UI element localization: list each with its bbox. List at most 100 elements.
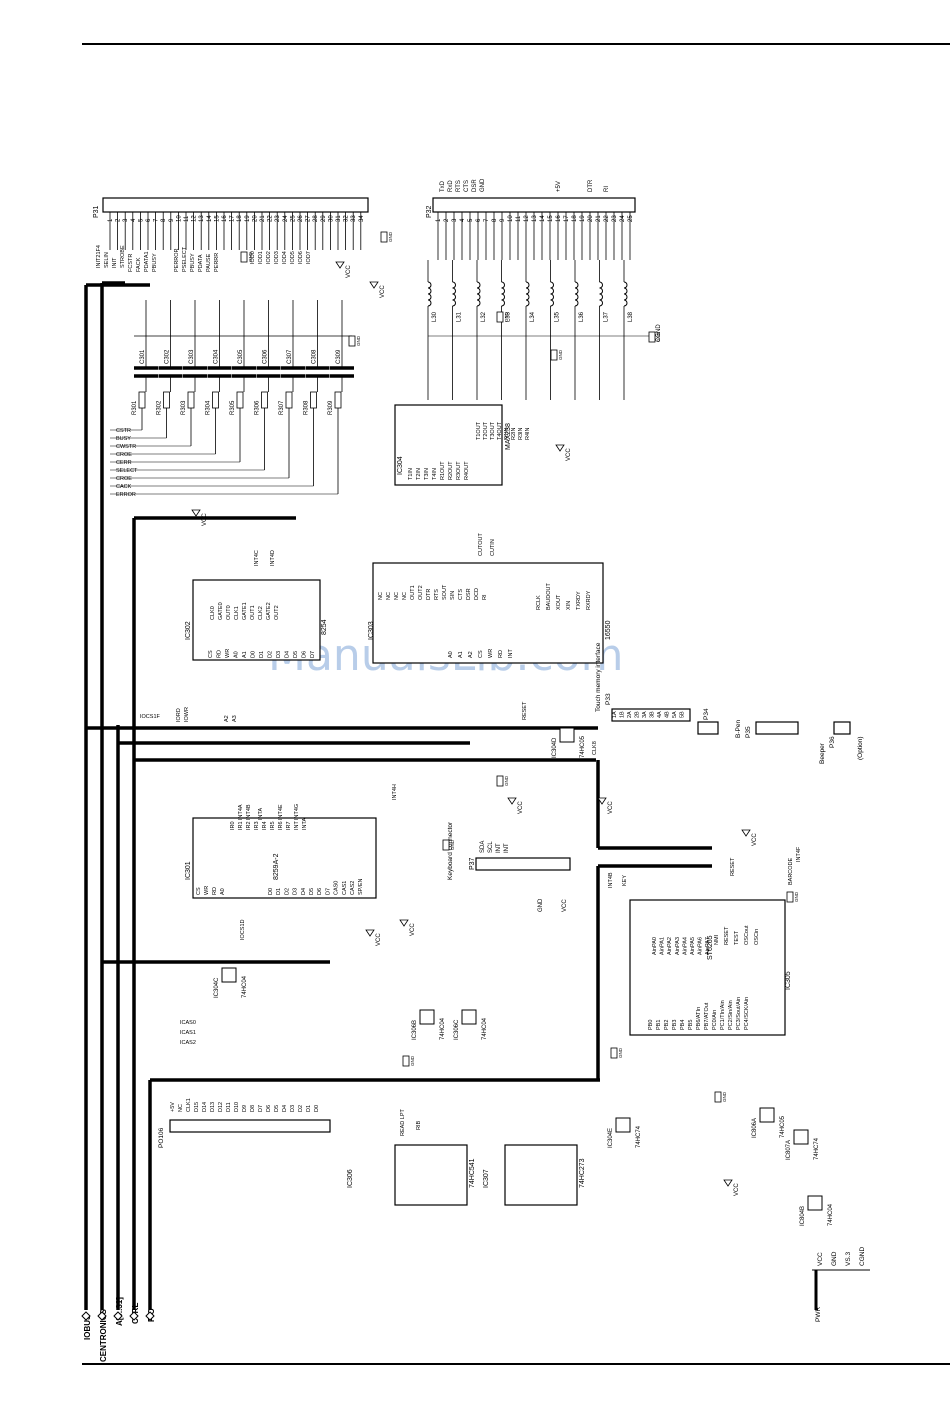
p32-pin-3: 3 bbox=[452, 218, 458, 222]
gate-part-7: 74HC04 bbox=[828, 1203, 834, 1226]
p31-iod7: IOD7 bbox=[306, 251, 312, 264]
power-cgnd-label: CGND bbox=[859, 1247, 866, 1266]
net-int4c: INT4C bbox=[254, 550, 260, 566]
ic303-pins-13: RI bbox=[482, 594, 488, 600]
gate-label-ic806a: IC806A bbox=[752, 1118, 758, 1138]
p33-pins-5: 3B bbox=[650, 711, 656, 718]
capacitor-c304: C304 bbox=[214, 349, 220, 364]
ic305-pins-11: PC3/Sout/Ain bbox=[736, 997, 742, 1030]
ic302-part: 8254 bbox=[321, 619, 328, 635]
po106-pins-4: D14 bbox=[202, 1102, 208, 1112]
ic305-pins-12: PC4/SCK/Ain bbox=[744, 997, 750, 1030]
p33-pins-9: 5B bbox=[680, 711, 686, 718]
ic303-pins-2: NC bbox=[394, 592, 400, 600]
inductor-coil bbox=[452, 299, 456, 307]
inductor-coil bbox=[427, 299, 432, 307]
bus-terminators bbox=[81, 1311, 155, 1321]
ic304-pins-1: T2IN bbox=[416, 468, 422, 480]
inductor-coil bbox=[550, 299, 554, 307]
net-read-lpt: READ LPT bbox=[400, 1108, 406, 1136]
p32-pin-7: 7 bbox=[484, 218, 490, 222]
inductor-coil bbox=[476, 281, 481, 289]
resistor-body bbox=[212, 391, 219, 409]
p31-pin-28: 28 bbox=[313, 215, 319, 222]
ic303-ref: IC303 bbox=[368, 621, 375, 640]
ic302-pins-3: A0 bbox=[234, 651, 240, 658]
ic303-pins-5: RXRDY bbox=[586, 590, 592, 610]
p31-pin-24: 24 bbox=[283, 215, 289, 222]
p32-signals: TxD RxD RTS CTS DSR GND +5V DTR RI bbox=[440, 178, 610, 192]
gnd-label-0: GND bbox=[248, 251, 253, 262]
gate-ic304d bbox=[559, 727, 575, 743]
ic305-pins-7: AinPA7 bbox=[705, 937, 711, 955]
inductor-coil bbox=[501, 287, 505, 295]
resistor-r304: R304 bbox=[206, 400, 212, 415]
ic307-ref: IC307 bbox=[483, 1169, 490, 1188]
p31-pin-10: 10 bbox=[176, 215, 182, 222]
p37-sda: SDA bbox=[480, 841, 486, 853]
vcc-symbol bbox=[507, 797, 517, 805]
p32-pin-10: 10 bbox=[508, 215, 514, 222]
power-rail: PWR VCC GND VS.3 CGND bbox=[812, 1247, 870, 1322]
resistor-r302: R302 bbox=[157, 400, 163, 415]
ic304-pins-3: T4OUT bbox=[497, 421, 503, 440]
gate-part-1: 74HC05 bbox=[580, 735, 586, 758]
po106-pins-9: D9 bbox=[242, 1105, 248, 1112]
resistor-r301: R301 bbox=[132, 400, 138, 415]
ic301-part: 8259A-2 bbox=[273, 853, 280, 880]
inductor-coil bbox=[476, 287, 481, 295]
ic305-pins-3: PB3 bbox=[672, 1020, 678, 1030]
p32-pin-21: 21 bbox=[596, 215, 602, 222]
resistor-r309: R309 bbox=[328, 400, 334, 415]
p31-pin-25: 25 bbox=[290, 215, 296, 222]
p33-pins-2: 2A bbox=[627, 711, 633, 718]
po106-pins-3: D15 bbox=[194, 1102, 200, 1112]
ground-symbol bbox=[496, 311, 504, 323]
resistor-body bbox=[138, 391, 146, 409]
power-pwr-label: PWR bbox=[815, 1307, 822, 1322]
ic305-pins-4: AinPA4 bbox=[682, 937, 688, 955]
p32-rxd: RxD bbox=[448, 180, 454, 192]
ic301-pins-3: A0 bbox=[220, 888, 226, 895]
inductor-coil bbox=[427, 287, 432, 295]
capacitor-c309: C309 bbox=[336, 349, 342, 364]
vcc-symbol bbox=[555, 444, 565, 452]
p31-iod0: IOD0 bbox=[250, 251, 256, 264]
gate-ic304c bbox=[221, 967, 237, 983]
p32-pin-17: 17 bbox=[564, 215, 570, 222]
gnd-label-8: GND bbox=[618, 1047, 623, 1058]
inductor-coil bbox=[525, 293, 530, 301]
gnd-label-5: GND bbox=[450, 839, 455, 850]
ic302-pins-5: OUT1 bbox=[250, 605, 256, 620]
resistor-r305: R305 bbox=[230, 400, 236, 415]
ic303-pins-6: INT bbox=[508, 649, 514, 659]
net-cerr: CERR bbox=[116, 460, 132, 466]
p32-ri: RI bbox=[604, 186, 610, 192]
ic302-pins-9: D4 bbox=[285, 651, 291, 658]
ic301-pins-8: INT bbox=[294, 821, 300, 831]
inductor-l37: L37 bbox=[604, 311, 610, 322]
resistor-body bbox=[236, 391, 244, 409]
ic303-pins-6: DTR bbox=[426, 589, 432, 600]
inductor-coil bbox=[501, 299, 505, 307]
cgnd-label: CGND bbox=[656, 324, 662, 342]
gate-part-5: 74HC05 bbox=[780, 1115, 786, 1138]
ic304-ref: IC304 bbox=[397, 456, 404, 475]
label-key: KEY bbox=[622, 875, 628, 886]
net-busy: BUSY bbox=[116, 436, 131, 442]
gate-label-ic304d: IC304D bbox=[552, 737, 558, 758]
p31-pin-19: 19 bbox=[245, 215, 251, 222]
p32-pin-19: 19 bbox=[580, 215, 586, 222]
p33-pins-0: 1A bbox=[612, 711, 618, 718]
ic304-pins-5: R2IN bbox=[511, 427, 517, 440]
p31-pin-29: 29 bbox=[321, 215, 327, 222]
net-icas1: ICAS1 bbox=[180, 1030, 196, 1036]
inductor-l33: L33 bbox=[506, 311, 512, 322]
vcc-symbol bbox=[597, 797, 607, 805]
gate-ic306c bbox=[461, 1009, 477, 1025]
p32-pin-8: 8 bbox=[492, 218, 498, 222]
